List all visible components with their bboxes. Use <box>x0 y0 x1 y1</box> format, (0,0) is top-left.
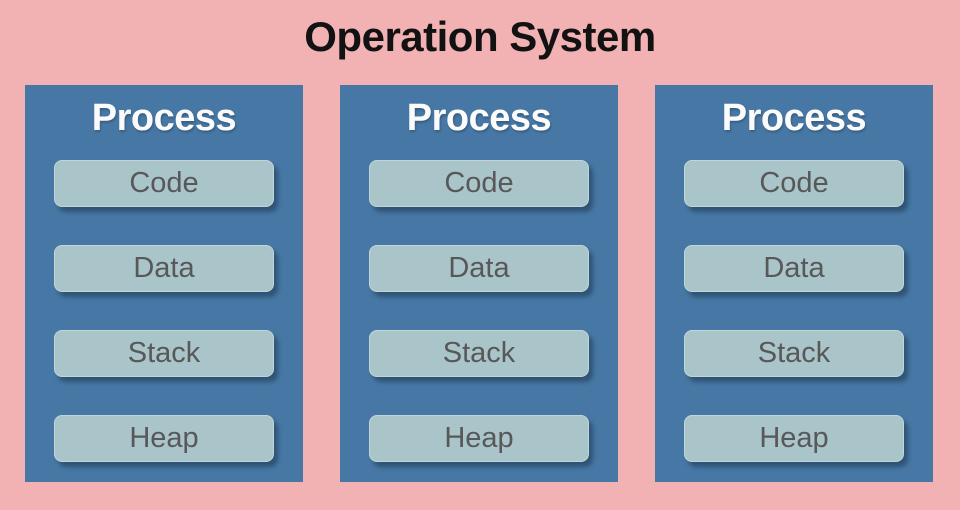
panel-title: Process <box>721 97 867 139</box>
segment-data: Data <box>54 245 274 292</box>
page-title: Operation System <box>304 13 656 60</box>
panel-row: Process Code Data Stack Heap Process Cod… <box>25 85 933 482</box>
segment-list: Code Data Stack Heap <box>340 160 618 462</box>
segment-list: Code Data Stack Heap <box>25 160 303 462</box>
segment-stack: Stack <box>54 330 274 377</box>
process-panel-1: Process Code Data Stack Heap <box>25 85 303 482</box>
segment-list: Code Data Stack Heap <box>655 160 933 462</box>
segment-stack: Stack <box>684 330 904 377</box>
segment-code: Code <box>684 160 904 207</box>
process-panel-2: Process Code Data Stack Heap <box>340 85 618 482</box>
segment-stack: Stack <box>369 330 589 377</box>
segment-heap: Heap <box>54 415 274 462</box>
segment-data: Data <box>369 245 589 292</box>
segment-code: Code <box>54 160 274 207</box>
panel-title: Process <box>406 97 552 139</box>
panel-title: Process <box>91 97 237 139</box>
process-panel-3: Process Code Data Stack Heap <box>655 85 933 482</box>
segment-heap: Heap <box>369 415 589 462</box>
segment-data: Data <box>684 245 904 292</box>
segment-heap: Heap <box>684 415 904 462</box>
segment-code: Code <box>369 160 589 207</box>
